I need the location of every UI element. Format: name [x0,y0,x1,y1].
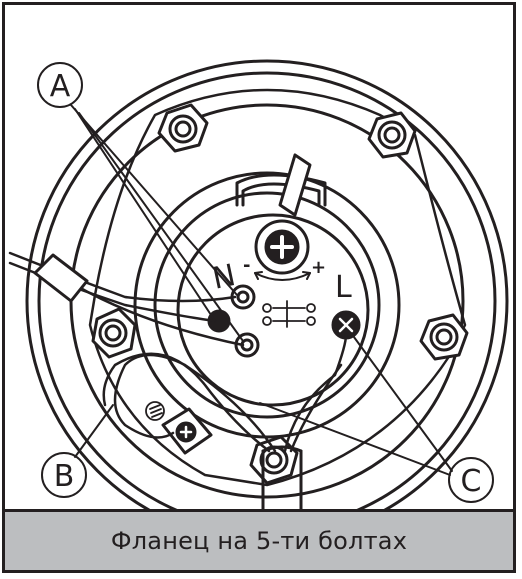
caption-text: Фланец на 5-ти болтах [110,527,408,555]
callout-b-label: B [54,459,75,494]
leader-lines [70,104,453,476]
diagram-frame: A B C N L - + Фланец на 5-ти болтах [2,2,516,573]
callout-a-circle [37,62,83,108]
adjust-arrow [254,272,311,281]
flange-drawing: A B C N L - + [8,59,509,511]
adjust-plus-label: + [311,257,326,278]
flange-outer-ring [25,59,509,511]
bolt-top-right [367,111,417,159]
flange-ring-2 [37,71,497,511]
earth-terminal [161,407,213,455]
cable-sheath [261,449,303,511]
callout-c-circle [448,457,494,503]
bolt-right [419,313,469,361]
housing-ring-outer [133,171,401,439]
callout-a-label: A [50,69,71,104]
bolt-left [91,307,137,359]
pointer-arm [278,153,312,217]
terminal-l-label: L [335,270,352,305]
bolt-bottom [249,435,299,485]
contact-symbol [262,300,316,328]
adjust-minus-label: - [243,255,250,276]
wire-connector [33,253,89,303]
housing-latch [235,173,327,207]
callout-c-label: C [461,464,482,499]
terminal-n-label: N [209,258,238,297]
bolt-top-left [157,103,209,153]
callout-b-circle [41,452,87,498]
earth-symbol [145,401,165,421]
housing-ring-inner [153,191,381,419]
caption-bar: Фланец на 5-ти болтах [5,509,513,570]
terminal-plate [176,213,370,407]
